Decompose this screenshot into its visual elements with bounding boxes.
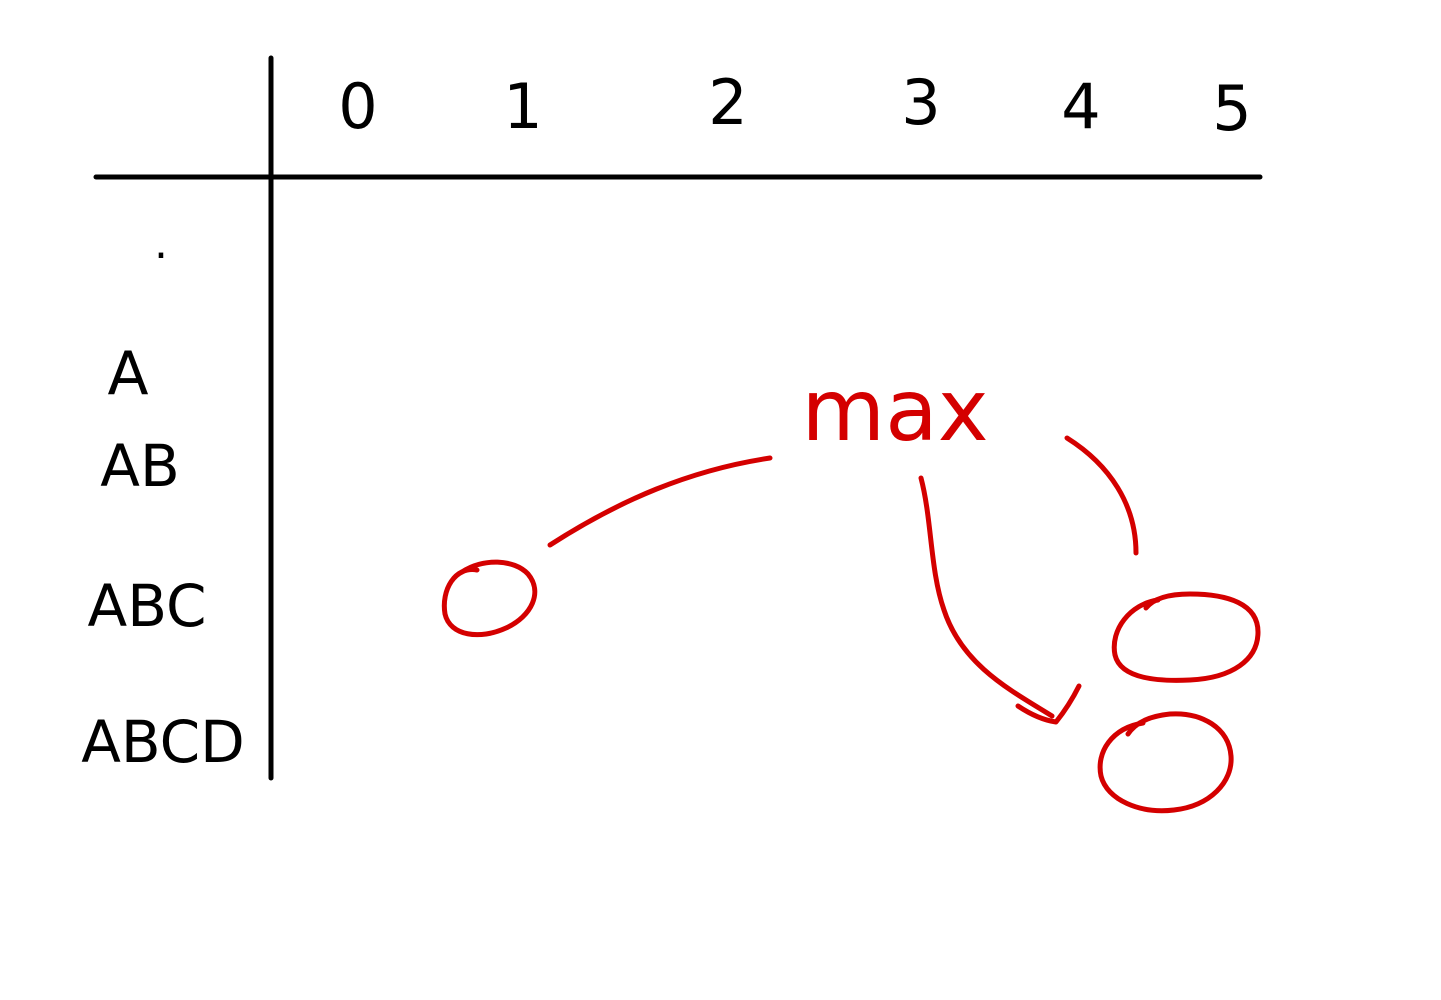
column-headers: 0 1 2 3 4 5 [338,66,1251,145]
column-header: 2 [708,66,747,139]
max-label: max [801,361,988,461]
row-label: A [107,339,148,409]
column-header: 4 [1061,70,1100,143]
column-header: 5 [1212,72,1251,145]
row-label: ABCD [81,708,245,776]
target-cell-circle [441,559,538,638]
row-label: AB [100,432,179,500]
row-label: . [154,218,168,269]
upper-right-cell-circle [1111,591,1261,683]
lower-right-cell-circle [1097,711,1234,814]
row-label: ABC [88,572,207,640]
max-to-upper-right-curve [1064,435,1139,556]
row-labels: . A AB ABC ABCD [81,218,245,776]
arrowhead-icon [1015,683,1082,725]
column-header: 0 [338,70,377,143]
max-to-target-curve [547,455,773,548]
column-header: 3 [901,66,940,139]
max-to-lower-right-arrow [918,475,1055,719]
column-header: 1 [503,70,542,143]
